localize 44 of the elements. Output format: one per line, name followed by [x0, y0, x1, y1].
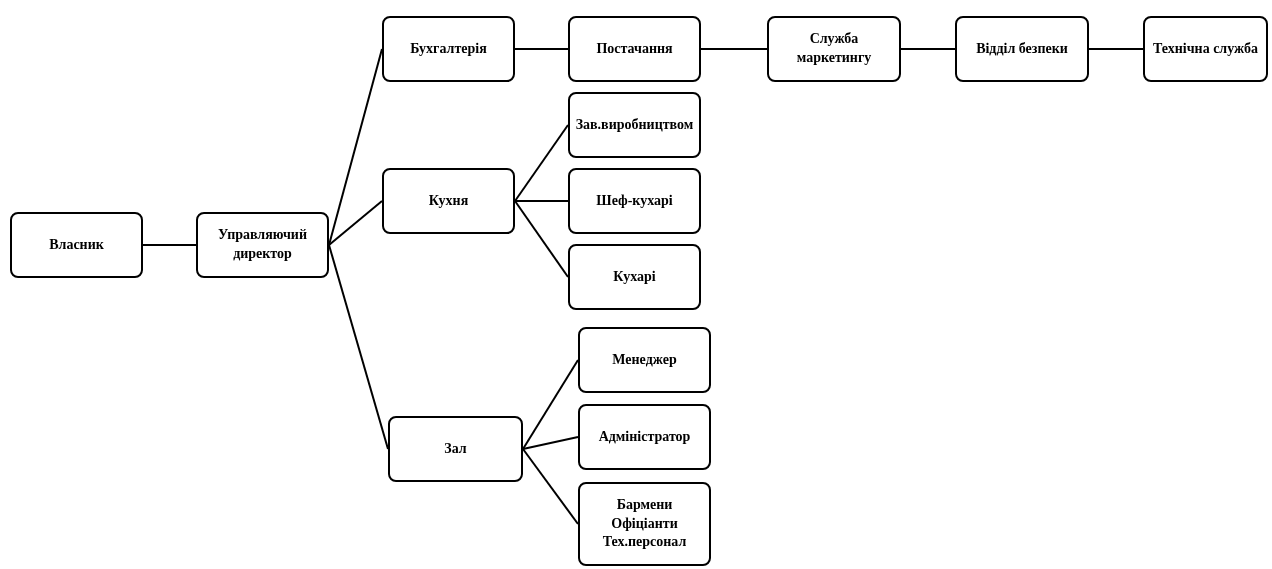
connector-line: [522, 359, 579, 450]
unit-name: Бухгалтерія: [410, 39, 487, 58]
connector-line: [522, 448, 579, 525]
connector-line: [700, 48, 768, 50]
org-unit-box: [955, 16, 1089, 82]
connector-line: [514, 200, 569, 202]
unit-name: Зав.виробництвом: [575, 115, 694, 134]
connector-line: [328, 200, 383, 246]
unit-name: Кухарі: [613, 267, 656, 286]
connector-line: [142, 244, 197, 246]
unit-name: Бармени Офіціанти Тех.персонал: [601, 495, 688, 552]
org-unit-box: [568, 244, 701, 310]
unit-name: Постачання: [596, 39, 673, 58]
unit-name: Управляючий директор: [217, 226, 308, 263]
unit-name: Власник: [49, 235, 104, 254]
org-unit-box: [767, 16, 901, 82]
unit-name: Шеф-кухарі: [596, 191, 673, 210]
org-unit-box: [568, 16, 701, 82]
org-unit-box: [382, 16, 515, 82]
connector-line: [328, 244, 389, 450]
unit-name: Зал: [444, 439, 467, 458]
org-unit-box: [578, 482, 711, 566]
connector-line: [1088, 48, 1144, 50]
unit-name: Відділ безпеки: [976, 39, 1068, 58]
org-unit-box: [568, 92, 701, 158]
unit-name: Адміністратор: [598, 427, 691, 446]
connector-line: [522, 436, 579, 450]
org-unit-box: [388, 416, 523, 482]
unit-name: Менеджер: [612, 350, 677, 369]
org-unit-box: [10, 212, 143, 278]
org-unit-box: [578, 327, 711, 393]
unit-name: Кухня: [428, 191, 469, 210]
unit-name: Технічна служба: [1153, 39, 1258, 58]
org-unit-box: [578, 404, 711, 470]
connector-line: [514, 124, 569, 202]
connector-line: [900, 48, 956, 50]
connector-line: [514, 48, 569, 50]
org-unit-box: [1143, 16, 1268, 82]
org-unit-box: [568, 168, 701, 234]
connector-line: [514, 200, 569, 278]
org-unit-box: [382, 168, 515, 234]
org-unit-box: [196, 212, 329, 278]
connector-line: [328, 48, 383, 246]
unit-name: Служба маркетингу: [795, 30, 873, 67]
